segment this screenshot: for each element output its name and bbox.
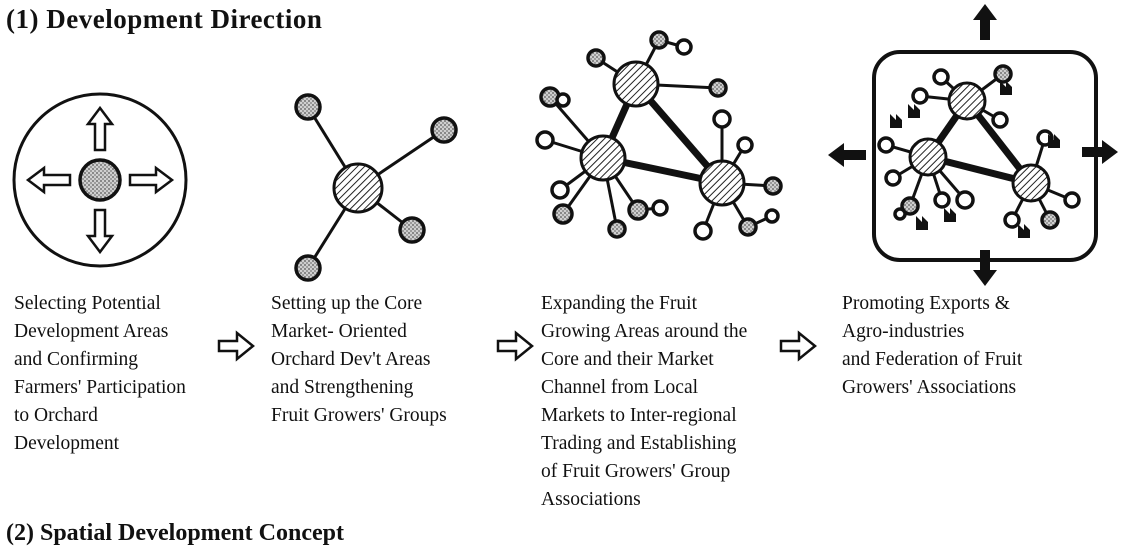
arrow-right-icon [128,165,175,195]
stage1-potential-areas-icon [12,92,188,268]
process-arrow-2-icon [496,330,534,362]
stage4-caption: Promoting Exports & Agro-industries and … [842,293,1023,398]
arrow-left-icon [25,165,72,195]
stage1-caption: Selecting Potential Development Areas an… [14,293,186,454]
arrow-up-icon [85,105,115,152]
stage2-core-network-icon [294,93,458,282]
stage4-federation-network-icon [828,4,1118,286]
process-arrow-1-icon [217,330,255,362]
process-arrow-3-icon [779,330,817,362]
stage3-expanded-network-icon [535,30,783,241]
arrow-down-icon [85,208,115,255]
section-subheading: (2) Spatial Development Concept [6,520,344,546]
core-node [78,158,122,202]
arrow-up-icon [973,4,997,40]
arrow-left-icon [828,143,866,167]
arrow-right-icon [1082,140,1118,164]
arrow-down-icon [973,250,997,286]
stage3-caption: Expanding the Fruit Growing Areas around… [541,293,748,510]
stage2-caption: Setting up the Core Market- Oriented Orc… [271,293,447,426]
section-heading: (1) Development Direction [6,4,323,34]
factory-icon [890,81,1060,238]
